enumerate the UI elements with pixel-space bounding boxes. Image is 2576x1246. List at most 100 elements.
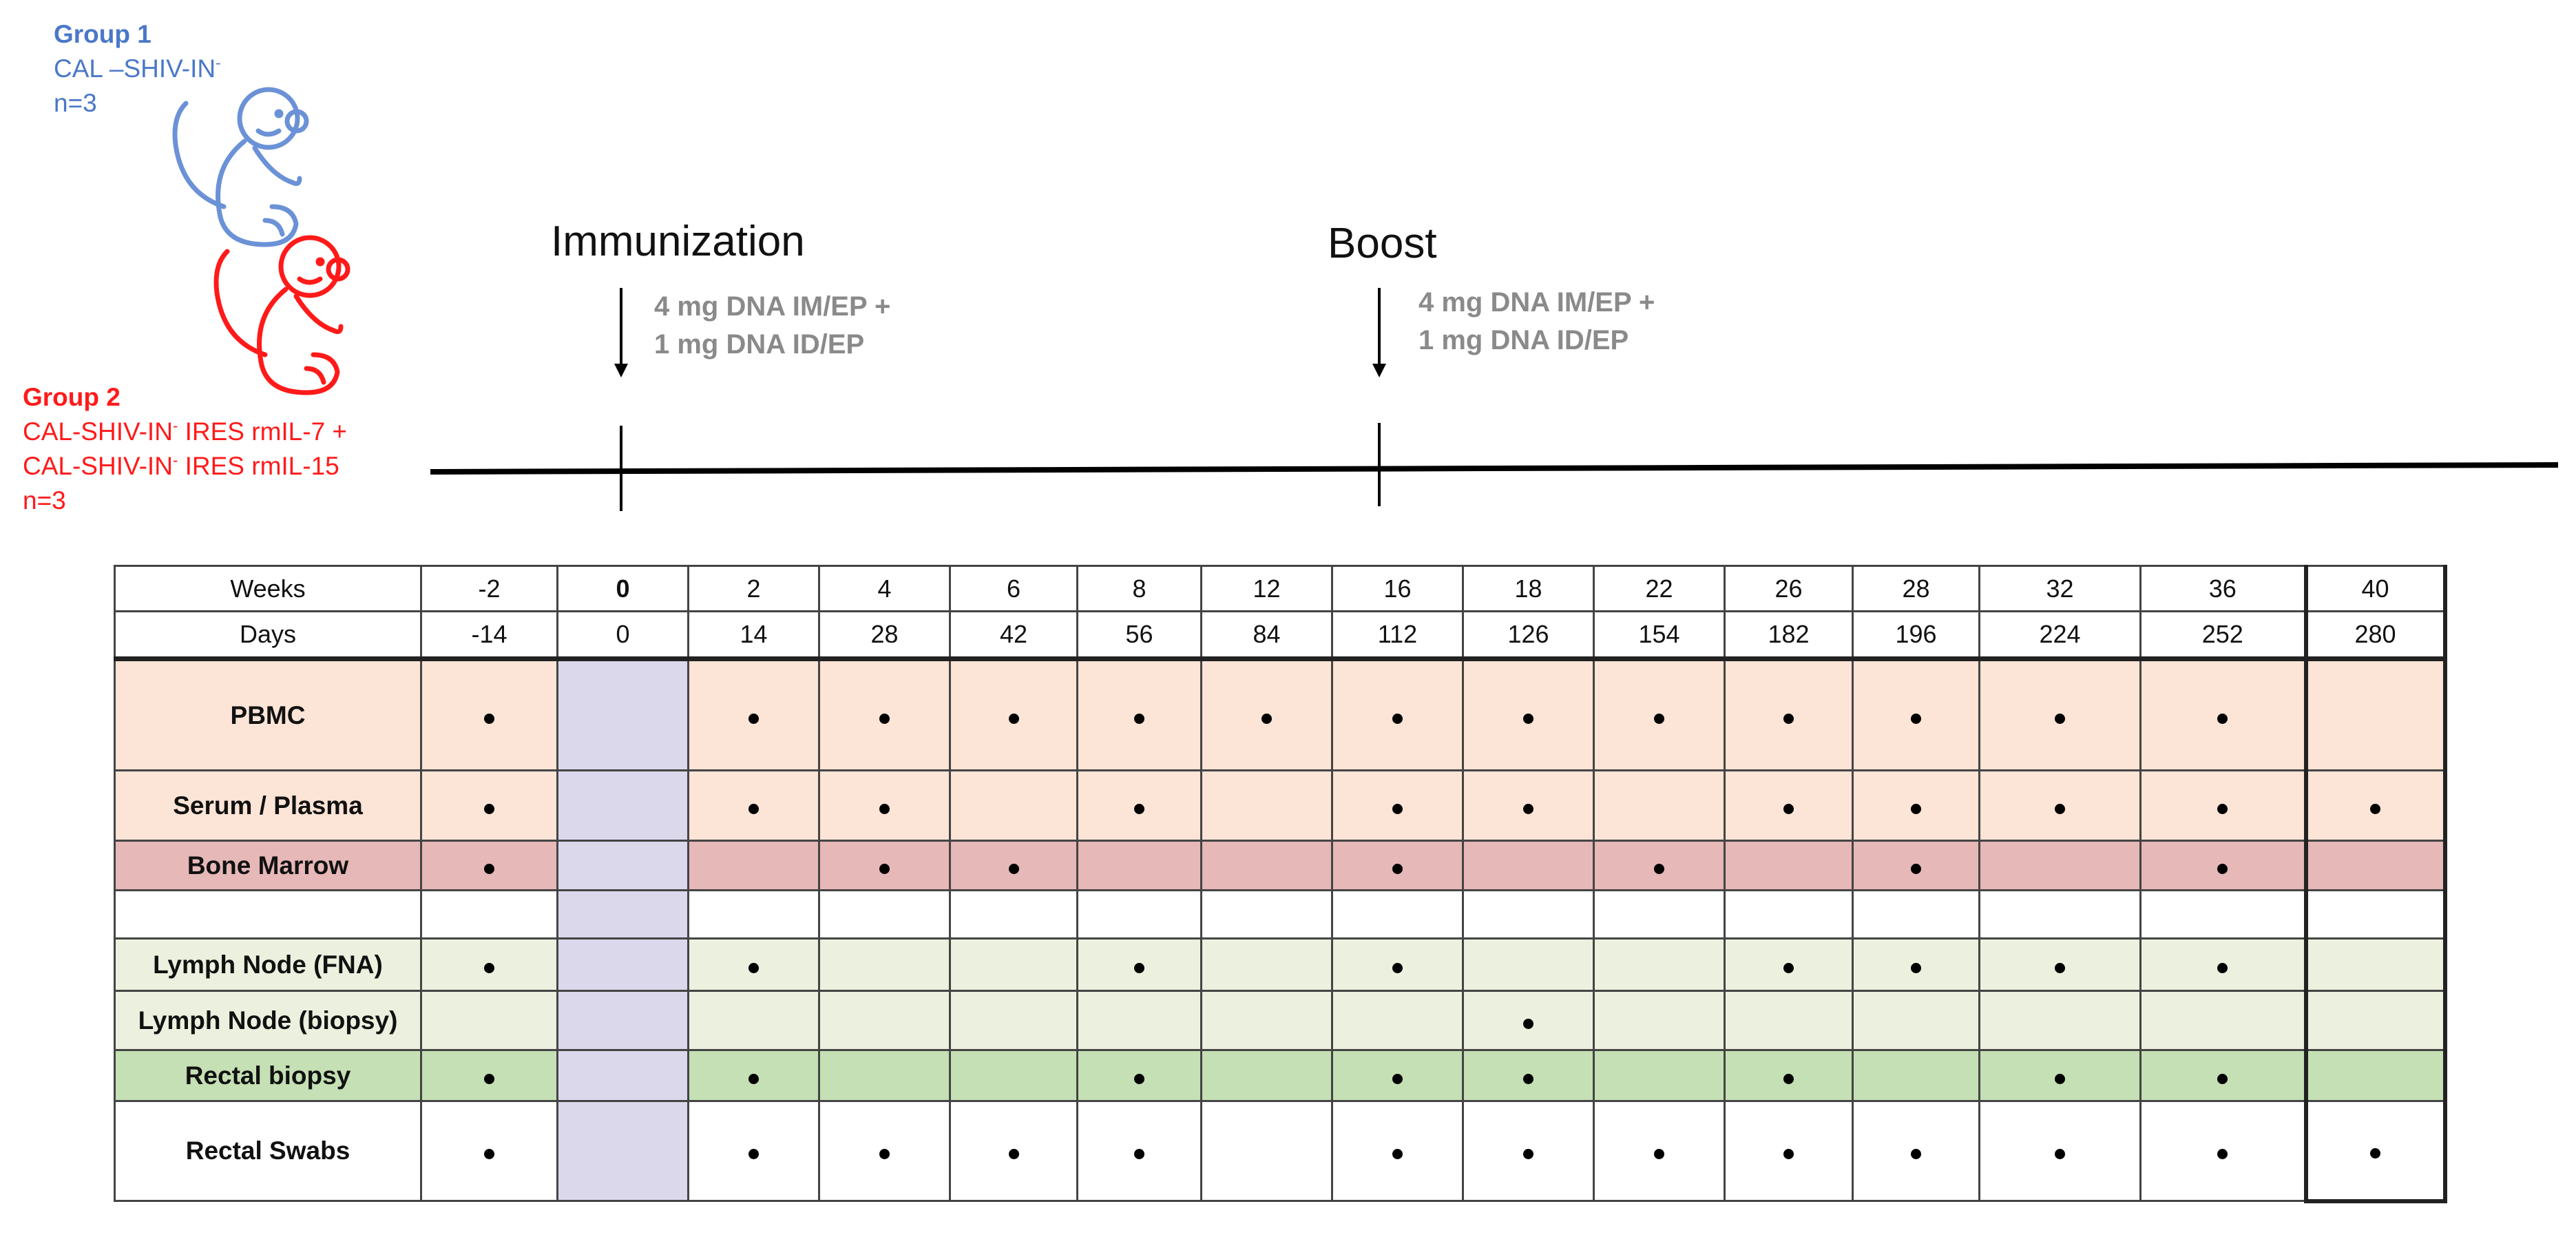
sample-dot <box>1134 1073 1144 1084</box>
sample-dot <box>1911 962 1921 973</box>
sample-cell <box>1331 937 1464 992</box>
sample-dot <box>748 1149 759 1159</box>
sample-cell <box>556 840 689 891</box>
days-row-cell: -14 <box>420 610 558 660</box>
sample-cell <box>1852 769 1980 842</box>
sample-cell <box>687 1100 820 1202</box>
sample-cell <box>2139 937 2307 992</box>
sample-cell <box>2139 889 2307 939</box>
sample-cell <box>1852 990 1980 1051</box>
sample-cell <box>687 656 820 771</box>
weeks-row-cell: 12 <box>1200 565 1333 612</box>
sample-dot <box>1523 1149 1533 1159</box>
sample-cell <box>556 889 689 939</box>
sample-cell <box>1462 1049 1595 1102</box>
sample-cell <box>1978 990 2142 1051</box>
sample-cell <box>1076 840 1202 891</box>
immunization-arrow <box>614 288 628 377</box>
sample-dot <box>879 713 890 724</box>
sample-dot <box>1392 1073 1403 1084</box>
sample-dot <box>1654 1149 1664 1159</box>
sample-dot <box>1261 713 1272 724</box>
sample-cell <box>1331 840 1464 891</box>
sample-cell <box>1852 937 1980 992</box>
sample-cell <box>556 656 689 771</box>
sample-cell <box>1978 1100 2142 1202</box>
sample-label: PBMC <box>114 656 422 771</box>
sample-cell <box>2303 769 2447 842</box>
sample-cell <box>1200 1100 1333 1202</box>
sample-cell <box>949 1049 1078 1102</box>
weeks-row-cell: 36 <box>2139 565 2307 612</box>
sample-cell <box>556 937 689 992</box>
sample-row: Lymph Node (biopsy) <box>114 990 2447 1051</box>
sample-dot <box>1008 1149 1019 1159</box>
sample-cell <box>818 769 951 842</box>
days-row-cell: 126 <box>1462 610 1595 660</box>
sample-dot <box>879 1149 890 1159</box>
sample-row: Serum / Plasma <box>114 769 2447 842</box>
sample-cell <box>1593 769 1726 842</box>
sample-cell <box>1462 937 1595 992</box>
sample-cell <box>2303 840 2447 891</box>
days-row-cell: 84 <box>1200 610 1333 660</box>
weeks-row-cell: 2 <box>687 565 820 612</box>
sample-cell <box>1724 1049 1854 1102</box>
sample-cell <box>1462 889 1595 939</box>
sample-label: Serum / Plasma <box>114 769 422 842</box>
sample-cell <box>2303 656 2447 771</box>
sample-cell <box>1724 656 1854 771</box>
days-row-cell: 0 <box>556 610 689 660</box>
sample-cell <box>1076 769 1202 842</box>
sample-dot <box>1392 962 1403 973</box>
sample-dot <box>1134 803 1144 814</box>
group1-legend: Group 1 CAL –SHIV-IN- n=3 <box>54 17 221 121</box>
days-row-cell: 14 <box>687 610 820 660</box>
sample-cell <box>1593 889 1726 939</box>
sample-cell <box>1978 769 2142 842</box>
boost-title: Boost <box>1328 220 1437 267</box>
sample-cell <box>1076 889 1202 939</box>
sample-dot <box>2370 803 2380 814</box>
sample-cell <box>1724 840 1854 891</box>
sample-cell <box>818 889 951 939</box>
sample-cell <box>818 656 951 771</box>
sample-row: Lymph Node (FNA) <box>114 937 2447 992</box>
days-row-cell: 280 <box>2303 610 2447 660</box>
sample-dot <box>1523 1073 1533 1084</box>
weeks-row-cell: 8 <box>1076 565 1202 612</box>
sample-dot <box>1523 713 1533 724</box>
sample-cell <box>420 769 558 842</box>
weeks-row-cell: 32 <box>1978 565 2142 612</box>
sample-dot <box>1392 803 1403 814</box>
sample-cell <box>2303 937 2447 992</box>
group1-construct: CAL –SHIV-IN- <box>54 54 221 83</box>
sample-label: Rectal biopsy <box>114 1049 422 1102</box>
group2-legend: Group 2 CAL-SHIV-IN- IRES rmIL-7 + CAL-S… <box>23 380 347 518</box>
sample-cell <box>1200 1049 1333 1102</box>
sample-dot <box>484 713 494 724</box>
sample-cell <box>949 1100 1078 1202</box>
sample-cell <box>2303 1100 2447 1203</box>
sample-cell <box>818 990 951 1051</box>
sample-cell <box>1978 889 2142 939</box>
sample-label: Bone Marrow <box>114 840 422 891</box>
sample-dot <box>1008 713 1019 724</box>
sample-cell <box>687 840 820 891</box>
weeks-row-cell: 6 <box>949 565 1078 612</box>
sample-cell <box>949 937 1078 992</box>
weeks-row-label: Weeks <box>114 565 422 612</box>
sample-cell <box>1331 990 1464 1051</box>
immunization-dose: 4 mg DNA IM/EP + 1 mg DNA ID/EP <box>654 291 891 360</box>
sample-dot <box>2055 803 2065 814</box>
sample-cell <box>1978 1049 2142 1102</box>
timeline-axis <box>430 462 2559 475</box>
sample-cell <box>1978 656 2142 771</box>
sample-label: Rectal Swabs <box>114 1100 422 1202</box>
sample-cell <box>1978 840 2142 891</box>
sample-dot <box>748 962 759 973</box>
group2-construct-1: CAL-SHIV-IN- IRES rmIL-7 + <box>23 417 348 446</box>
sample-dot <box>748 803 759 814</box>
